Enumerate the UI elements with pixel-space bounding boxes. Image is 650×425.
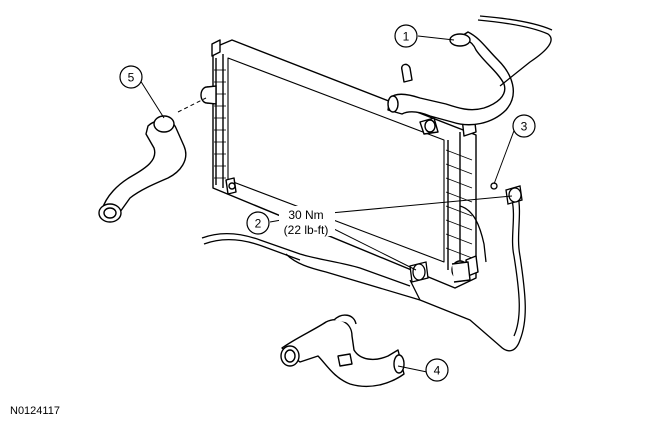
svg-text:1: 1 (403, 30, 410, 44)
callout-2: 2 (246, 211, 270, 235)
hose-fittings (409, 182, 523, 283)
torque-imperial: (22 lb-ft) (284, 223, 329, 237)
callout-5: 5 (119, 65, 143, 89)
callout-1: 1 (394, 24, 418, 48)
upper-radiator-hose (387, 31, 515, 135)
svg-text:2: 2 (255, 217, 262, 231)
callout-4: 4 (425, 358, 449, 382)
lower-radiator-hose (280, 260, 471, 388)
torque-metric: 30 Nm (288, 208, 323, 222)
svg-text:4: 4 (434, 364, 441, 378)
torque-spec: 30 Nm (22 lb-ft) (279, 206, 335, 237)
callout-3: 3 (512, 114, 536, 138)
radiator (211, 39, 479, 289)
coolant-lines (201, 15, 553, 352)
radiator-inlet-stub (200, 85, 217, 105)
svg-text:3: 3 (521, 120, 528, 134)
radiator-hose-item-5 (98, 115, 187, 223)
svg-text:5: 5 (128, 71, 135, 85)
figure-id: N0124117 (10, 405, 60, 417)
